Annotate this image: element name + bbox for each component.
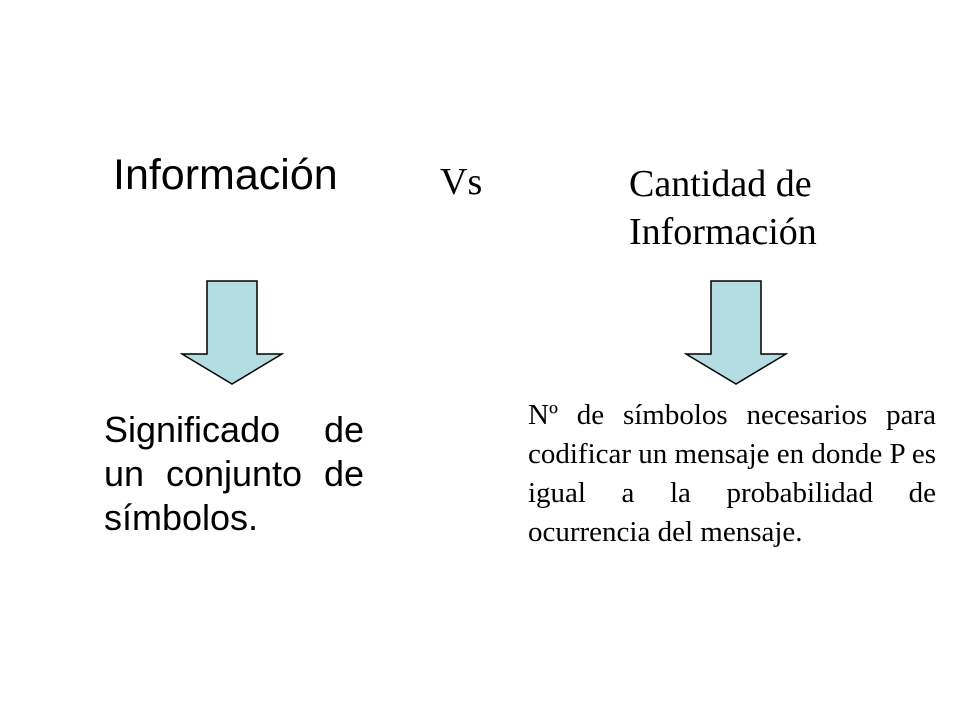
description-informacion: Significado de un conjunto de símbolos.	[104, 409, 364, 538]
down-arrow-icon	[180, 280, 284, 385]
down-arrow-icon	[684, 280, 788, 385]
title-cantidad-de-informacion: Cantidad de Información	[629, 163, 817, 253]
title-informacion: Información	[113, 151, 338, 199]
description-cantidad-de-informacion: Nº de símbolos necesarios para codificar…	[528, 399, 937, 548]
title-vs: Vs	[440, 161, 483, 203]
